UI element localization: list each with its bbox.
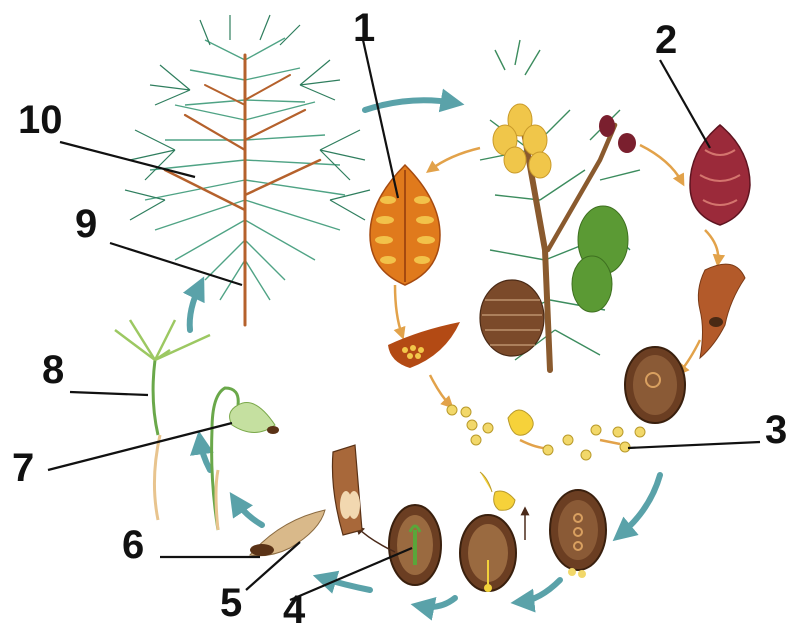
label-3: 3 bbox=[765, 410, 787, 450]
mature-cone bbox=[480, 280, 544, 356]
female-cone bbox=[690, 125, 750, 225]
label-9: 9 bbox=[75, 204, 97, 244]
pollen-grains bbox=[447, 405, 645, 510]
label-4: 4 bbox=[283, 590, 305, 623]
ovuliferous-scale bbox=[698, 264, 745, 358]
green-cones bbox=[572, 206, 628, 312]
pine-branch-illustration bbox=[125, 15, 370, 325]
label-2: 2 bbox=[655, 20, 677, 60]
winged-seed bbox=[332, 445, 362, 535]
label-6: 6 bbox=[122, 525, 144, 565]
ovule-stage-4-embryo bbox=[389, 505, 441, 585]
male-cone bbox=[370, 165, 440, 285]
ovule-stage-2 bbox=[550, 490, 606, 578]
label-1: 1 bbox=[353, 8, 375, 48]
ovule-stage-1 bbox=[625, 347, 685, 423]
branch-with-cones bbox=[480, 40, 640, 370]
seed-with-wing bbox=[250, 510, 325, 556]
ovule-stage-3 bbox=[460, 515, 516, 592]
young-seedling bbox=[115, 320, 210, 520]
label-7: 7 bbox=[12, 448, 34, 488]
label-8: 8 bbox=[42, 350, 64, 390]
label-5: 5 bbox=[220, 583, 242, 623]
male-cone-cluster bbox=[493, 104, 551, 178]
label-10: 10 bbox=[18, 100, 63, 140]
